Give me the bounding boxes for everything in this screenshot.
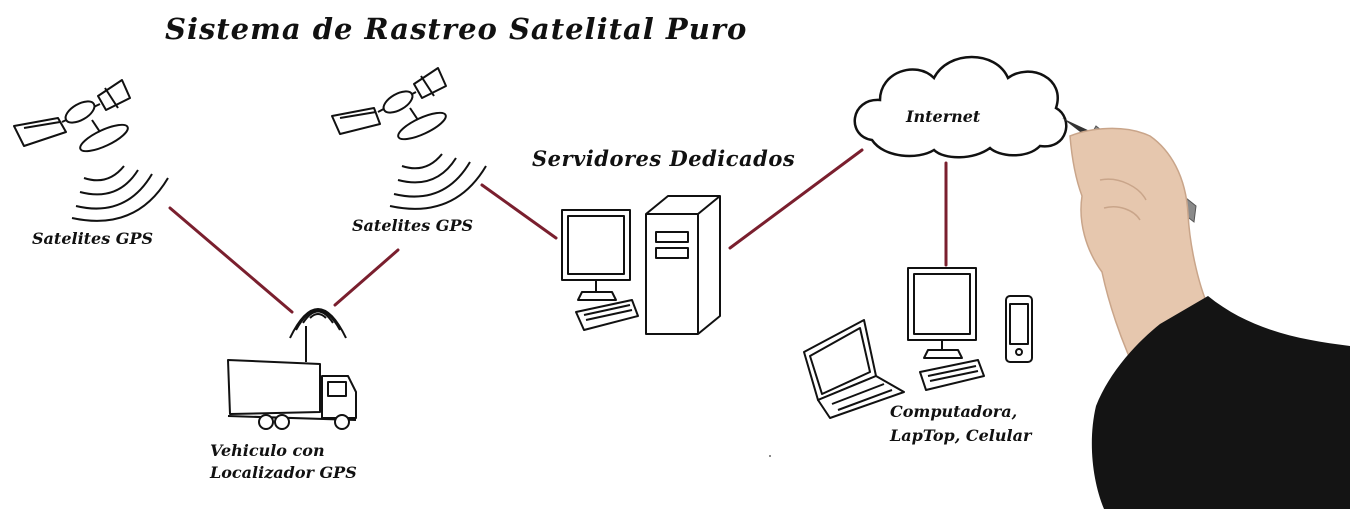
satellite-1-label: Satelites GPS <box>32 229 154 248</box>
server-icon <box>645 195 721 335</box>
servers-label: Servidores Dedicados <box>532 146 796 171</box>
connector-sat2-vehicle <box>333 248 400 307</box>
satellite-icon <box>13 79 169 222</box>
vehicle-label-line2: Localizador GPS <box>210 463 357 482</box>
cloud-icon <box>853 55 1068 159</box>
diagram-title: Sistema de Rastreo Satelital Puro <box>165 12 748 46</box>
desktop-icon <box>907 267 985 391</box>
truck-icon <box>227 308 357 430</box>
connector-sat2-servers <box>480 183 558 240</box>
vehicle-label: Vehiculo con Localizador GPS <box>210 440 357 484</box>
satellite-2-label: Satelites GPS <box>352 216 474 235</box>
clients-label-line2: LapTop, Celular <box>890 426 1032 445</box>
laptop-icon <box>803 319 905 419</box>
phone-icon <box>1005 295 1033 363</box>
internet-label: Internet <box>906 107 981 126</box>
satellite-icon <box>331 67 487 210</box>
connector-sat1-vehicle <box>168 206 294 314</box>
connectors <box>168 148 948 314</box>
hand-with-pen-illustration <box>1062 118 1350 509</box>
desktop-icon <box>561 209 639 331</box>
vehicle-label-line1: Vehiculo con <box>210 441 325 460</box>
artifact-dot <box>769 455 771 457</box>
clients-label-line1: Computadora, <box>890 402 1018 421</box>
clients-label: Computadora, LapTop, Celular <box>890 400 1031 448</box>
connector-servers-internet <box>728 148 864 250</box>
